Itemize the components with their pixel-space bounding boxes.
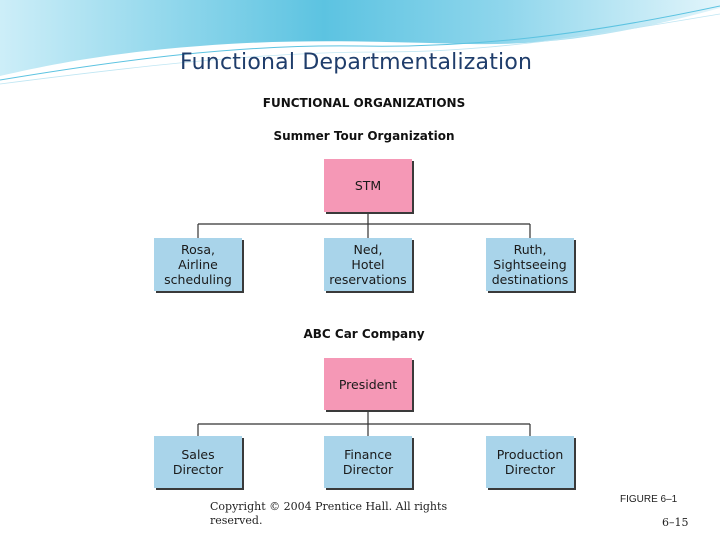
copyright-notice: Copyright © 2004 Prentice Hall. All righ… [210,500,448,527]
slide-title: Functional Departmentalization [180,50,533,75]
chart1-heading: Summer Tour Organization [273,129,455,143]
connector-lines [197,212,531,436]
chart2-unit-box-1: Sales Director [154,436,242,488]
chart2-unit-box-2: Finance Director [324,436,412,488]
figure-main-heading: FUNCTIONAL ORGANIZATIONS [262,96,466,110]
org-chart-figure: FUNCTIONAL ORGANIZATIONS Summer Tour Org… [152,92,576,492]
chart1-unit-box-1: Rosa, Airline scheduling [154,238,242,291]
header-banner [0,0,720,85]
figure-label: FIGURE 6–1 [620,494,678,505]
chart1-unit-box-2: Ned, Hotel reservations [324,238,412,291]
chart2-unit-box-3: Production Director [486,436,574,488]
page-number: 6–15 [662,516,689,529]
chart2-heading: ABC Car Company [303,327,425,341]
chart1-head-box: STM [324,159,412,212]
banner-swoosh-line [0,5,720,81]
chart2-head-box: President [324,358,412,410]
banner-wave [0,0,720,76]
chart1-unit-box-3: Ruth, Sightseeing destinations [486,238,574,291]
banner-swoosh-line-2 [0,13,720,85]
